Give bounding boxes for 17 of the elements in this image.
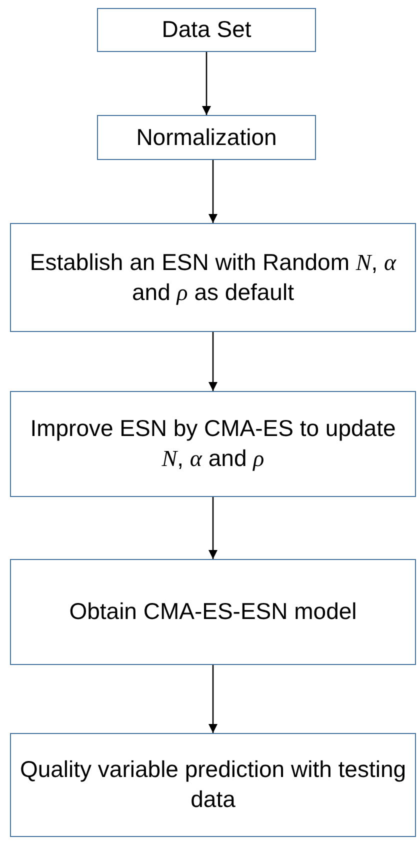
step-text: Improve ESN by CMA-ES to update N, α and ρ	[29, 414, 397, 473]
arrow	[202, 52, 212, 115]
step-text: Quality variable prediction with testing data	[18, 755, 408, 814]
process-box	[10, 733, 416, 837]
arrow	[208, 160, 218, 223]
arrow	[208, 497, 218, 559]
arrow	[208, 332, 218, 391]
step-text: Normalization	[135, 122, 278, 152]
process-box	[97, 115, 316, 160]
process-box	[10, 391, 416, 497]
arrow	[208, 665, 218, 733]
process-box	[10, 223, 416, 332]
step-text: Establish an ESN with Random N, α and ρ as default	[28, 248, 398, 307]
process-box	[10, 559, 416, 665]
step-text: Obtain CMA-ES-ESN model	[68, 597, 358, 626]
process-box	[97, 8, 316, 52]
step-text: Data Set	[160, 15, 252, 44]
